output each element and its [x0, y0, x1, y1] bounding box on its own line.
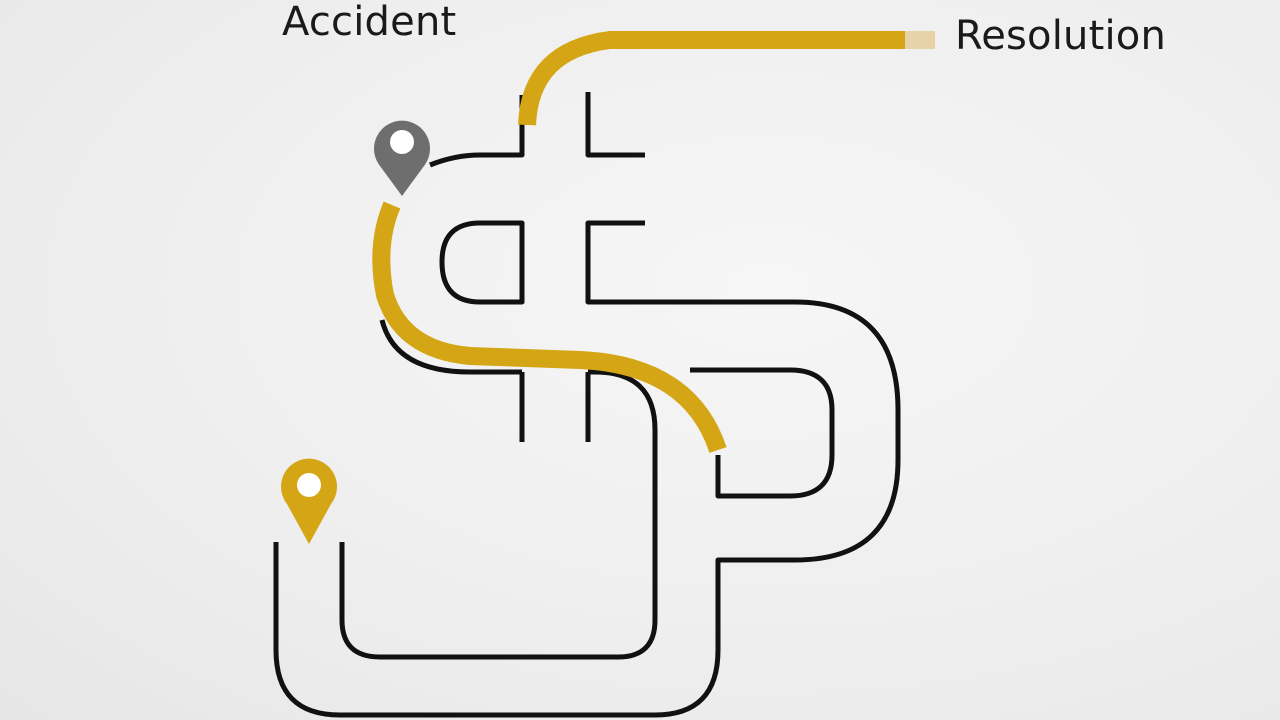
resolution-label: Resolution — [955, 13, 1167, 59]
route-fade-end — [905, 31, 935, 49]
road-inner-u — [339, 369, 658, 660]
road-inner-loop — [439, 220, 525, 305]
route-lower-segment — [372, 201, 727, 454]
road-outline — [273, 92, 901, 718]
road-center-upper-right — [273, 220, 901, 718]
route-upper-segment — [518, 31, 935, 126]
map-pin-icon — [374, 120, 430, 197]
road-inner-d-loop — [690, 367, 835, 499]
map-pin-icon — [281, 458, 337, 544]
route-path — [372, 31, 935, 454]
road-outer-upper — [429, 95, 525, 168]
accident-label: Accident — [282, 0, 457, 45]
road-top-right-bar — [585, 92, 645, 158]
road-s-lower-edge — [379, 319, 522, 375]
